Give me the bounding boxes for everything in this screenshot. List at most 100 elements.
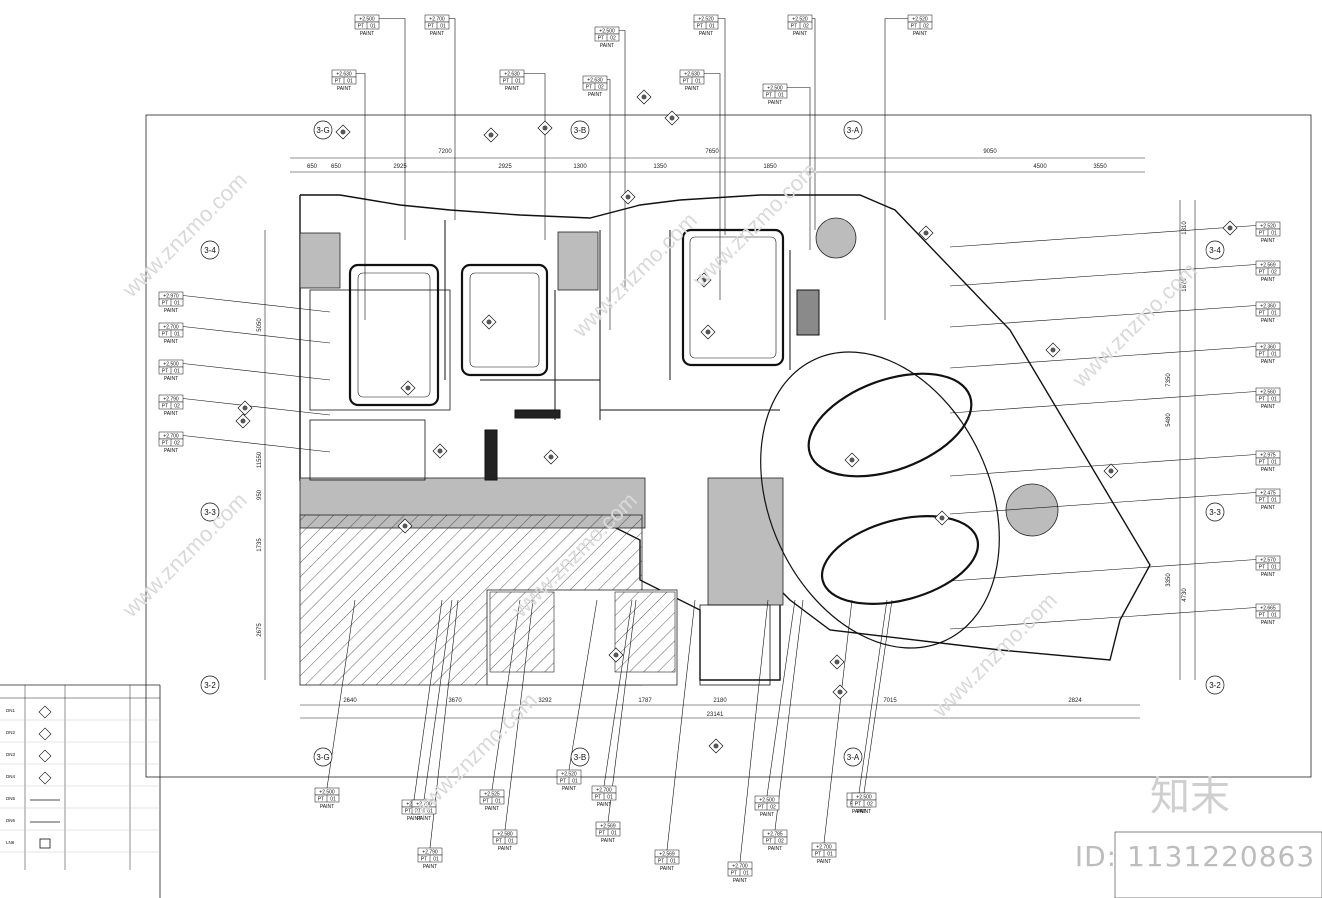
svg-text:PAINT: PAINT — [1261, 359, 1275, 365]
svg-text:PT: PT — [1259, 460, 1265, 466]
svg-text:+2.630: +2.630 — [684, 72, 700, 78]
right-dimension-label: 1310 — [1182, 221, 1188, 235]
svg-text:PAINT: PAINT — [699, 31, 713, 37]
svg-text:www.znzmo.com: www.znzmo.com — [927, 588, 1062, 723]
svg-text:02: 02 — [778, 839, 784, 845]
svg-text:PT: PT — [731, 871, 737, 877]
svg-text:01: 01 — [174, 332, 180, 338]
svg-text:PAINT: PAINT — [857, 809, 871, 815]
top-dimension-label: 2925 — [498, 164, 512, 170]
svg-text:+2.520: +2.520 — [792, 17, 808, 23]
top-dimension-label: 650 — [307, 164, 318, 170]
top-dimension-label: 1350 — [653, 164, 667, 170]
svg-text:PT: PT — [766, 93, 772, 99]
svg-text:PAINT: PAINT — [505, 86, 519, 92]
top-dimension-label: 1300 — [573, 164, 587, 170]
svg-text:3-B: 3-B — [574, 753, 586, 762]
svg-text:+2.520: +2.520 — [698, 17, 714, 23]
svg-text:PAINT: PAINT — [1261, 238, 1275, 244]
bottom-dimension-label: 2180 — [713, 698, 727, 704]
svg-text:PT: PT — [658, 859, 664, 865]
svg-text:+2.700: +2.700 — [429, 17, 445, 23]
interior-walls — [444, 220, 820, 481]
svg-text:PAINT: PAINT — [768, 846, 782, 852]
svg-text:PT: PT — [162, 369, 168, 375]
watermark-logo: 知末 — [1150, 774, 1230, 820]
svg-text:PT: PT — [911, 24, 917, 30]
svg-text:PT: PT — [595, 795, 601, 801]
svg-text:PT: PT — [599, 831, 605, 837]
svg-text:PT: PT — [162, 301, 168, 307]
drawing-frame — [145, 114, 1312, 778]
svg-text:02: 02 — [598, 85, 604, 91]
svg-text:PT: PT — [815, 852, 821, 858]
svg-text:PT: PT — [162, 404, 168, 410]
legend-row-code: DN6 — [6, 818, 15, 823]
svg-text:PAINT: PAINT — [360, 31, 374, 37]
svg-text:PAINT: PAINT — [1261, 505, 1275, 511]
svg-text:PAINT: PAINT — [485, 806, 499, 812]
legend-row-code: DN1 — [6, 708, 15, 713]
svg-text:+2.970: +2.970 — [163, 294, 179, 300]
svg-text:PAINT: PAINT — [164, 376, 178, 382]
svg-text:+2.630: +2.630 — [587, 78, 603, 84]
svg-text:+2.700: +2.700 — [732, 864, 748, 870]
svg-text:PAINT: PAINT — [430, 31, 444, 37]
svg-text:PT: PT — [335, 79, 341, 85]
svg-text:01: 01 — [572, 779, 578, 785]
svg-text:www.znzmo.com: www.znzmo.com — [117, 488, 252, 623]
svg-text:3-4: 3-4 — [1209, 246, 1221, 255]
svg-text:PAINT: PAINT — [164, 411, 178, 417]
svg-text:02: 02 — [1271, 270, 1277, 276]
watermark-id: ID: 1131220863 — [1075, 840, 1315, 873]
svg-text:+2.569: +2.569 — [659, 852, 675, 858]
svg-text:+2.700: +2.700 — [816, 845, 832, 851]
svg-text:PT: PT — [421, 857, 427, 863]
svg-text:PAINT: PAINT — [601, 838, 615, 844]
svg-text:3-3: 3-3 — [204, 508, 216, 517]
ceiling-coffers — [309, 228, 785, 686]
svg-text:+2.580: +2.580 — [497, 832, 513, 838]
svg-text:01: 01 — [695, 79, 701, 85]
svg-text:01: 01 — [670, 859, 676, 865]
side-dimension-labels: 1310187073505480473033505050115509501735… — [257, 221, 1188, 637]
legend-row-code: DN4 — [6, 774, 15, 779]
svg-text:+2.500: +2.500 — [856, 795, 872, 801]
svg-text:3-G: 3-G — [316, 753, 329, 762]
round-column-2 — [1005, 483, 1059, 537]
svg-text:PAINT: PAINT — [164, 448, 178, 454]
right-dimension-label: 5480 — [1166, 413, 1172, 427]
top-dimension-label: 4500 — [1033, 164, 1047, 170]
right-dimension-label: 7350 — [1166, 373, 1172, 387]
legend-row-code: DN3 — [6, 752, 15, 757]
bottom-total-label: 23141 — [707, 712, 724, 718]
svg-text:3-A: 3-A — [847, 126, 860, 135]
top-dimension-label: 9050 — [983, 149, 997, 155]
svg-text:+2.520: +2.520 — [1260, 224, 1276, 230]
svg-text:PT: PT — [358, 24, 364, 30]
svg-text:+2.630: +2.630 — [336, 72, 352, 78]
svg-text:PT: PT — [428, 24, 434, 30]
svg-text:PT: PT — [1259, 565, 1265, 571]
bottom-dimension-label: 2824 — [1068, 698, 1082, 704]
svg-text:01: 01 — [1271, 231, 1277, 237]
svg-text:01: 01 — [440, 24, 446, 30]
svg-text:+2.700: +2.700 — [163, 325, 179, 331]
svg-text:01: 01 — [1271, 311, 1277, 317]
svg-text:02: 02 — [610, 36, 616, 42]
svg-text:PAINT: PAINT — [423, 864, 437, 870]
legend-row-code: DN5 — [6, 796, 15, 801]
